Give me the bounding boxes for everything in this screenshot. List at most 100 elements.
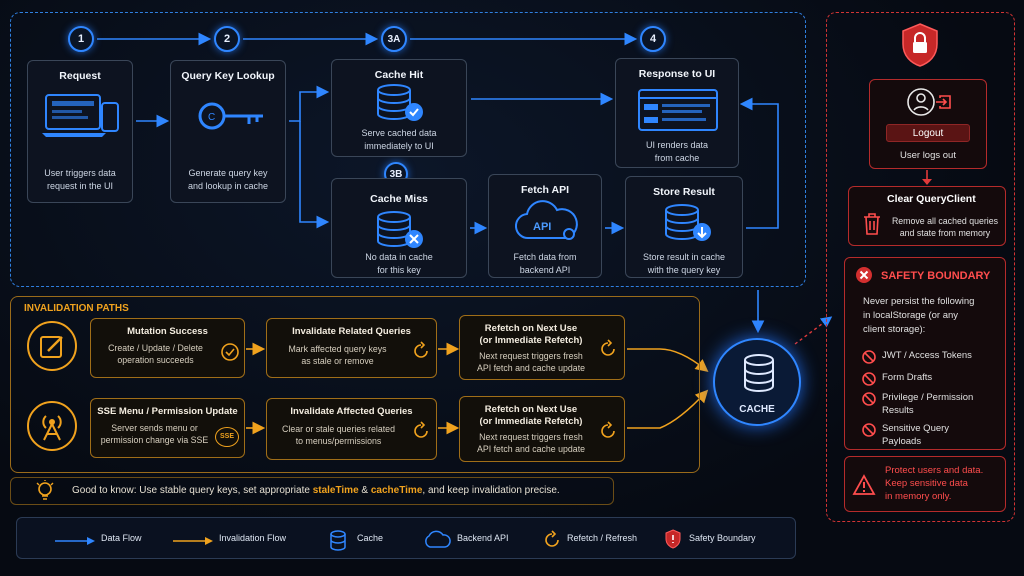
query-key-lookup-card: Query Key Lookup C Generate query key an…	[170, 60, 286, 203]
boundary-item-privilege-1: Privilege / Permission	[882, 392, 974, 403]
boundary-item-sensitive-2: Payloads	[882, 436, 922, 447]
response-desc-1: UI renders data	[645, 140, 709, 150]
invalidate-related-title: Invalidate Related Queries	[292, 326, 411, 337]
invalidation-arrow-icon	[173, 537, 213, 545]
data-flow-arrow-icon	[55, 537, 95, 545]
invalidate-affected-title: Invalidate Affected Queries	[290, 406, 413, 417]
security-panel	[826, 12, 1015, 522]
sse-title: SSE Menu / Permission Update	[97, 406, 238, 417]
tip-bar	[10, 477, 614, 505]
invalidate-related-desc-2: as stale or remove	[301, 356, 374, 366]
boundary-item-privilege-2: Results	[882, 405, 914, 416]
legend-shield-icon	[665, 529, 681, 549]
cache-label: CACHE	[739, 404, 775, 415]
logout-button[interactable]: Logout	[886, 124, 970, 142]
cloud-api-icon: API	[515, 200, 578, 240]
mutation-desc-1: Create / Update / Delete	[108, 343, 203, 353]
prohibited-icon	[862, 423, 876, 437]
lookup-desc-2: and lookup in cache	[187, 181, 269, 191]
laptop-icon	[42, 94, 119, 137]
broadcast-tower-icon	[27, 401, 77, 451]
response-title: Response to UI	[638, 68, 716, 80]
refetch1-title-1: Refetch on Next Use	[484, 323, 578, 334]
refetch-card-1: Refetch on Next Use (or Immediate Refetc…	[459, 315, 625, 380]
mutation-desc-2: operation succeeds	[117, 355, 194, 365]
tip-staletime: staleTime	[312, 485, 359, 496]
refetch2-title-2: (or Immediate Refetch)	[479, 416, 583, 427]
request-desc-2: request in the UI	[46, 181, 114, 191]
warning-line-1: Protect users and data.	[885, 465, 984, 476]
boundary-intro-3: client storage):	[863, 324, 926, 335]
sse-badge-icon: SSE	[215, 427, 239, 447]
x-circle-icon	[856, 267, 872, 283]
invalidate-related-desc-1: Mark affected query keys	[288, 344, 387, 354]
browser-window-icon	[638, 89, 718, 131]
refetch1-desc-2: API fetch and cache update	[476, 363, 586, 373]
data-flow-region	[10, 12, 806, 287]
boundary-intro-2: in localStorage (or any	[863, 310, 959, 321]
invalidate-related-card: Invalidate Related Queries Mark affected…	[266, 318, 437, 378]
legend-refetch: Refetch / Refresh	[567, 533, 638, 543]
tip-suffix: , and keep invalidation precise.	[422, 485, 560, 496]
refresh-icon	[414, 421, 428, 438]
legend-cloud-icon	[425, 530, 451, 548]
invalidate-affected-card: Invalidate Affected Queries Clear or sta…	[266, 398, 437, 460]
step-4-badge: 4	[640, 26, 666, 52]
legend-refresh-icon	[545, 530, 559, 547]
database-download-icon	[665, 204, 711, 241]
cache-miss-card: Cache Miss No data in cache for this key	[331, 178, 467, 278]
invalidate-affected-desc-1: Clear or stale queries related	[282, 424, 395, 434]
logout-caption: User logs out	[900, 150, 956, 161]
key-icon: C	[198, 102, 263, 130]
boundary-intro-1: Never persist the following	[863, 296, 975, 307]
cache-hit-card: Cache Hit Serve cached data immediately …	[331, 59, 467, 157]
fetch-api-card: Fetch API API Fetch data from backend AP…	[488, 174, 602, 278]
database-check-icon	[377, 84, 423, 121]
invalidation-title: INVALIDATION PATHS	[24, 303, 129, 314]
tip-cachetime: cacheTime	[370, 485, 423, 496]
legend-bar: Data Flow Invalidation Flow Cache Backen…	[16, 517, 796, 559]
warning-line-3: in memory only.	[885, 491, 952, 502]
response-desc-2: from cache	[654, 153, 700, 163]
request-card: Request User triggers data request in th…	[27, 60, 133, 203]
cache-hit-title: Cache Hit	[374, 69, 424, 81]
refresh-icon	[601, 339, 615, 356]
legend-database-icon	[330, 530, 346, 551]
trash-icon	[864, 213, 880, 235]
lookup-title: Query Key Lookup	[181, 70, 275, 82]
clear-queryclient-card: Clear QueryClient Remove all cached quer…	[848, 186, 1006, 246]
cache-miss-desc-2: for this key	[377, 265, 421, 275]
boundary-title: SAFETY BOUNDARY	[881, 270, 991, 282]
mutation-title: Mutation Success	[127, 326, 208, 337]
invalidate-affected-desc-2: to menus/permissions	[295, 436, 382, 446]
clear-title: Clear QueryClient	[887, 193, 976, 205]
tip-text: Good to know: Use stable query keys, set…	[72, 485, 560, 496]
tip-prefix: Good to know: Use stable query keys, set…	[72, 485, 313, 496]
legend-invalidation-flow: Invalidation Flow	[219, 533, 287, 543]
user-logout-icon	[907, 88, 951, 116]
store-result-desc-2: with the query key	[647, 265, 721, 275]
invalidation-region	[10, 296, 700, 473]
fetch-api-desc-2: backend API	[519, 265, 571, 275]
lightbulb-icon	[36, 480, 54, 500]
refetch2-title-1: Refetch on Next Use	[484, 404, 578, 415]
database-icon	[744, 354, 774, 392]
edit-icon	[27, 321, 77, 371]
api-badge-text: API	[533, 221, 551, 233]
boundary-item-form-drafts: Form Drafts	[882, 372, 933, 383]
check-circle-icon	[221, 343, 239, 361]
refetch1-title-2: (or Immediate Refetch)	[479, 335, 583, 346]
cache-hit-desc-2: immediately to UI	[364, 141, 434, 151]
tip-amp: &	[358, 485, 371, 496]
legend-cache: Cache	[357, 533, 384, 543]
store-result-title: Store Result	[653, 186, 715, 198]
prohibited-icon	[862, 350, 876, 364]
legend-data-flow: Data Flow	[101, 533, 142, 543]
refetch2-desc-1: Next request triggers fresh	[479, 432, 583, 442]
shield-lock-icon	[902, 23, 938, 67]
prohibited-icon	[862, 372, 876, 386]
fetch-api-desc-1: Fetch data from	[513, 252, 577, 262]
